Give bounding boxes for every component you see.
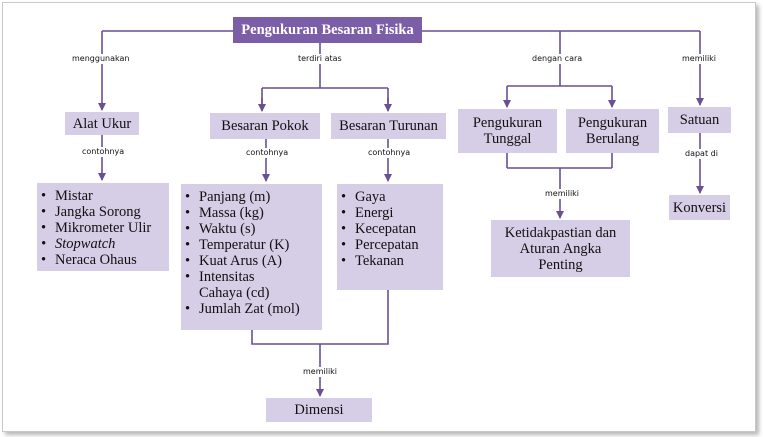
node-satuan-label: Satuan: [679, 112, 720, 128]
node-ketidakpastian-line3: Penting: [538, 256, 583, 273]
list-besaran-pokok: Panjang (m) Massa (kg) Waktu (s) Tempera…: [181, 184, 322, 330]
diagram-title: Pengukuran Besaran Fisika: [233, 17, 422, 43]
node-konversi-label: Konversi: [672, 199, 727, 216]
node-pengukuran-berulang-line1: Pengukuran: [577, 115, 648, 131]
link-label-contohnya-alat: contohnya: [80, 147, 127, 157]
list-item-temperatur: Temperatur (K): [181, 237, 322, 253]
list-item-kuat-arus: Kuat Arus (A): [181, 253, 322, 269]
list-besaran-turunan: Gaya Energi Kecepatan Percepatan Tekanan: [337, 184, 443, 290]
node-pengukuran-tunggal-line2: Tunggal: [483, 131, 532, 147]
node-besaran-turunan: Besaran Turunan: [331, 113, 446, 139]
node-ketidakpastian-line2: Aturan Angka: [519, 240, 602, 257]
list-item-tekanan: Tekanan: [337, 253, 443, 269]
node-dimensi: Dimensi: [266, 398, 372, 422]
link-label-menggunakan: menggunakan: [70, 54, 132, 64]
node-pengukuran-tunggal-line1: Pengukuran: [472, 115, 543, 131]
link-label-memiliki-ketidakpastian: memiliki: [543, 189, 582, 199]
node-pengukuran-berulang: Pengukuran Berulang: [566, 109, 659, 153]
list-item-waktu: Waktu (s): [181, 221, 322, 237]
node-besaran-pokok-label: Besaran Pokok: [221, 118, 309, 134]
link-label-contohnya-turunan: contohnya: [366, 148, 413, 158]
list-item-mistar: Mistar: [37, 188, 169, 204]
list-item-neraca-ohaus: Neraca Ohaus: [37, 252, 169, 268]
node-pengukuran-tunggal: Pengukuran Tunggal: [458, 109, 557, 153]
link-label-dapat-di: dapat di: [683, 149, 720, 159]
list-item-panjang: Panjang (m): [181, 189, 322, 205]
node-ketidakpastian: Ketidakpastian dan Aturan Angka Penting: [491, 220, 630, 277]
list-item-jangka-sorong: Jangka Sorong: [37, 204, 169, 220]
list-item-mikrometer-ulir: Mikrometer Ulir: [37, 220, 169, 236]
list-item-intensitas-cahaya: Intensitas Cahaya (cd): [181, 269, 322, 301]
link-label-dengan-cara: dengan cara: [530, 54, 585, 64]
node-satuan: Satuan: [668, 107, 731, 133]
node-dimensi-label: Dimensi: [294, 402, 344, 418]
link-label-memiliki-satuan: memiliki: [680, 54, 719, 64]
list-item-stopwatch: Stopwatch: [37, 236, 169, 252]
list-item-percepatan: Percepatan: [337, 237, 443, 253]
node-ketidakpastian-line1: Ketidakpastian dan: [504, 224, 617, 241]
link-label-memiliki-dimensi: memiliki: [301, 367, 340, 377]
list-item-kecepatan: Kecepatan: [337, 221, 443, 237]
node-pengukuran-berulang-line2: Berulang: [585, 131, 640, 147]
node-alat-ukur: Alat Ukur: [65, 112, 139, 135]
node-alat-ukur-label: Alat Ukur: [72, 115, 132, 132]
list-item-gaya: Gaya: [337, 189, 443, 205]
node-besaran-pokok: Besaran Pokok: [210, 113, 320, 139]
link-label-contohnya-pokok: contohnya: [244, 148, 291, 158]
list-alat-ukur: Mistar Jangka Sorong Mikrometer Ulir Sto…: [37, 183, 169, 271]
node-besaran-turunan-label: Besaran Turunan: [339, 118, 438, 134]
link-label-terdiri-atas: terdiri atas: [296, 54, 344, 64]
node-konversi: Konversi: [669, 195, 730, 220]
list-item-jumlah-zat: Jumlah Zat (mol): [181, 301, 322, 317]
list-item-massa: Massa (kg): [181, 205, 322, 221]
list-item-energi: Energi: [337, 205, 443, 221]
